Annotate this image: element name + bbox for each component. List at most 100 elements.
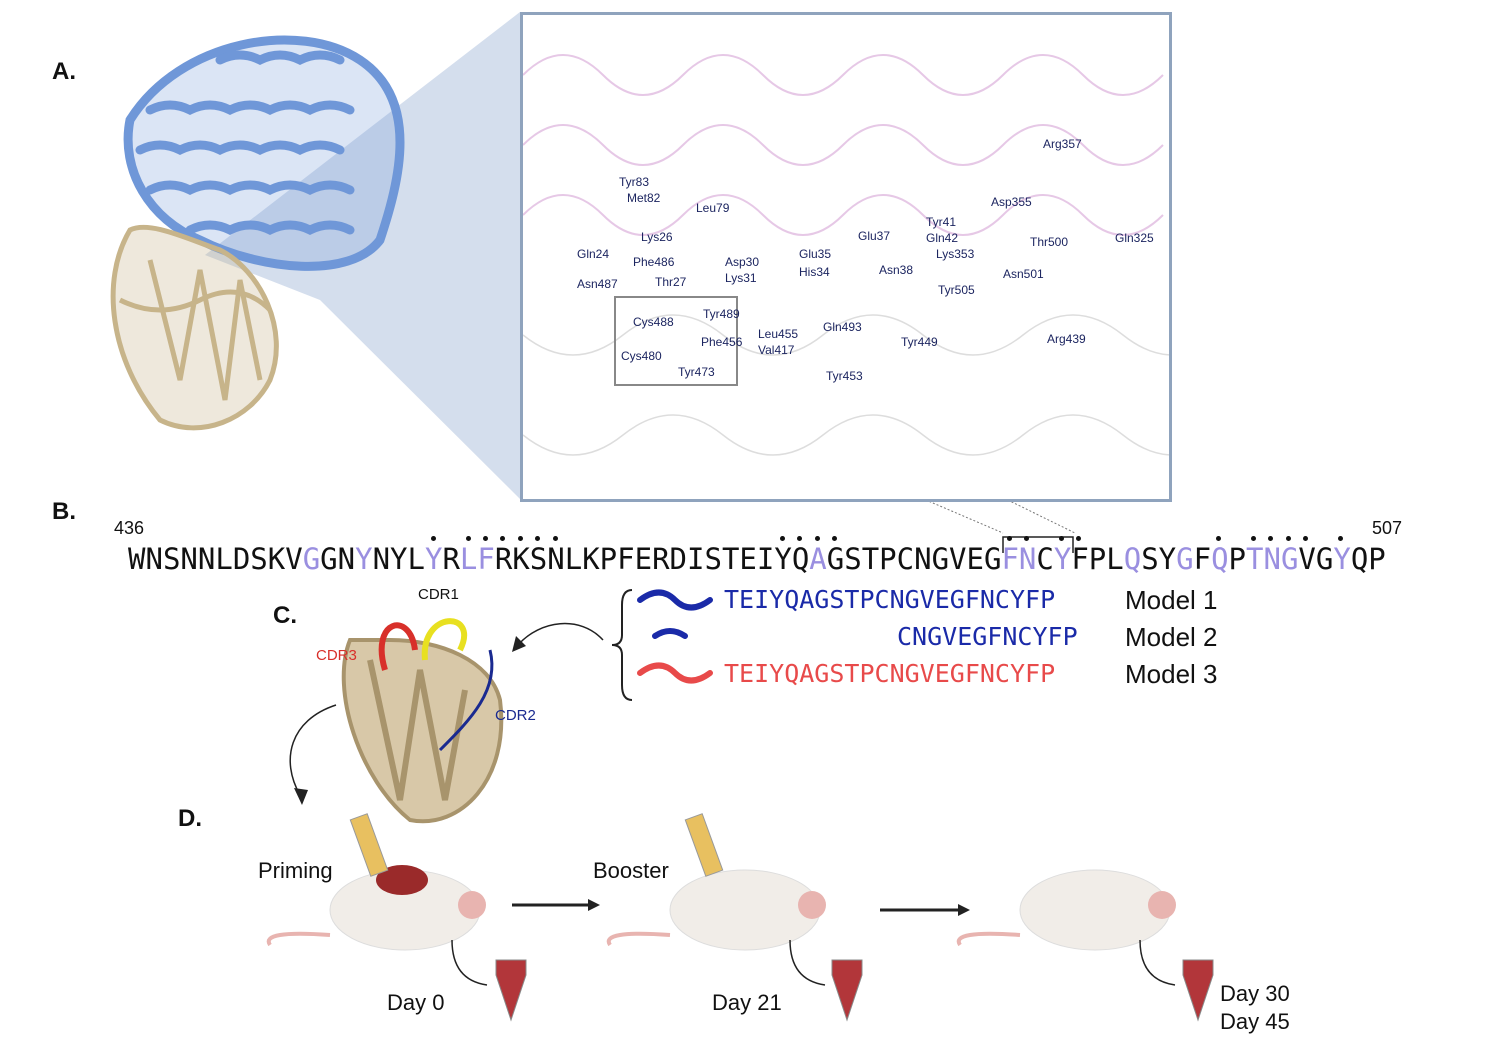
residue: N [197, 542, 216, 576]
panel-label-d: D. [178, 805, 202, 832]
residue-label: Thr500 [1030, 235, 1069, 249]
residue: S [250, 542, 268, 576]
interface-dot [1076, 536, 1082, 541]
residue: F [1193, 542, 1212, 576]
panel-label-b: B. [52, 498, 76, 525]
priming-label: Priming [258, 858, 333, 883]
residue-label: Tyr41 [926, 215, 957, 229]
interface-dot [814, 536, 820, 541]
sampling-arrows [451, 939, 1176, 986]
residue-label: Leu455 [758, 327, 799, 341]
residue: S [704, 542, 722, 576]
residue: Q [1123, 542, 1142, 576]
residue: K [512, 542, 530, 576]
cdr1-label: CDR1 [418, 586, 459, 603]
model-3-label: Model 3 [1125, 659, 1218, 689]
model-1-sequence: TEIYQAGSTPCNGVEGFNCYFP [724, 585, 1056, 614]
residue-label: Phe456 [701, 335, 743, 349]
ace2-receptor-structure [123, 35, 405, 271]
residue: V [1298, 542, 1316, 576]
sequence-end-number: 507 [1372, 518, 1403, 538]
residue: L [459, 542, 478, 576]
residue: I [687, 542, 705, 576]
model-2-label: Model 2 [1125, 622, 1218, 652]
residue: Q [1211, 542, 1229, 576]
residue: Y [355, 542, 373, 576]
residue: N [180, 542, 198, 576]
model-2-sequence: CNGVEGFNCYFP [897, 622, 1078, 651]
residue: N [372, 542, 391, 576]
residue: L [1106, 542, 1124, 576]
interface-dot [1250, 536, 1256, 541]
residue-label: Tyr473 [678, 365, 715, 379]
residue: I [756, 542, 775, 576]
mouse-1 [266, 865, 486, 951]
residue: R [652, 542, 670, 576]
residue-label: Asn501 [1003, 267, 1044, 281]
spleen [376, 865, 428, 895]
residue: F [477, 542, 495, 576]
residue: N [1263, 542, 1281, 576]
rbd-structure [110, 224, 279, 431]
residue-label: Gln42 [926, 231, 959, 245]
residue: L [215, 542, 233, 576]
residue: S [844, 542, 862, 576]
residue: S [1141, 542, 1159, 576]
residue: N [914, 542, 932, 576]
residue: Y [1053, 542, 1072, 576]
day-21-label: Day 21 [712, 990, 782, 1015]
model-1-label: Model 1 [1125, 585, 1218, 615]
residue: C [1036, 542, 1054, 576]
sequence-start-number: 436 [114, 518, 145, 538]
residue-label: Cys488 [633, 315, 674, 329]
interface-dot [552, 536, 558, 541]
residue-label: Tyr453 [826, 369, 863, 383]
residue-label: Gln493 [823, 320, 862, 334]
residue: Y [774, 542, 792, 576]
residue: P [1228, 542, 1246, 576]
interface-dot [500, 536, 506, 541]
residue-label: Tyr449 [901, 335, 938, 349]
residue: V [949, 542, 967, 576]
interface-dot [465, 536, 471, 541]
residue: G [826, 542, 845, 576]
residue: K [582, 542, 600, 576]
residue-label: Arg357 [1043, 137, 1082, 151]
residue: F [617, 542, 635, 576]
inset-ribbons [523, 54, 1169, 456]
rbd-sequence: WNSNNLDSKVGGNYNYLYRLFRKSNLKPFERDISTEIYQA… [128, 544, 1386, 574]
model-3-sequence: TEIYQAGSTPCNGVEGFNCYFP [724, 659, 1056, 688]
panel-label-c: C. [273, 602, 297, 629]
mouse-3 [956, 869, 1176, 951]
residue-label: Gln325 [1115, 231, 1154, 245]
residue: D [669, 542, 687, 576]
interface-dot [483, 536, 488, 541]
interface-dot [1338, 536, 1344, 541]
residue-label: Leu79 [696, 201, 730, 215]
interface-dot [430, 536, 436, 541]
interface-dot [517, 536, 523, 541]
cdr1-loop [421, 618, 468, 661]
residue: Y [424, 542, 443, 576]
residue: P [1368, 542, 1386, 576]
highlight-box [614, 296, 738, 386]
residue: K [267, 542, 286, 576]
residue: P [1088, 542, 1107, 576]
sequence-bracket [1002, 536, 1074, 553]
residue: P [599, 542, 618, 576]
residue-label: Lys26 [641, 230, 673, 244]
residue: S [162, 542, 181, 576]
residue-label: Tyr505 [938, 283, 975, 297]
nanobody-structure [341, 618, 504, 824]
residue: G [931, 542, 950, 576]
residue: E [634, 542, 653, 576]
residue: L [407, 542, 425, 576]
residue-label: Lys31 [725, 271, 757, 285]
residue: G [1280, 542, 1299, 576]
blood-tube-icons [495, 959, 1214, 1022]
residue-label: Lys353 [936, 247, 975, 261]
interface-dot [1023, 536, 1029, 541]
mouse-2 [606, 869, 826, 951]
